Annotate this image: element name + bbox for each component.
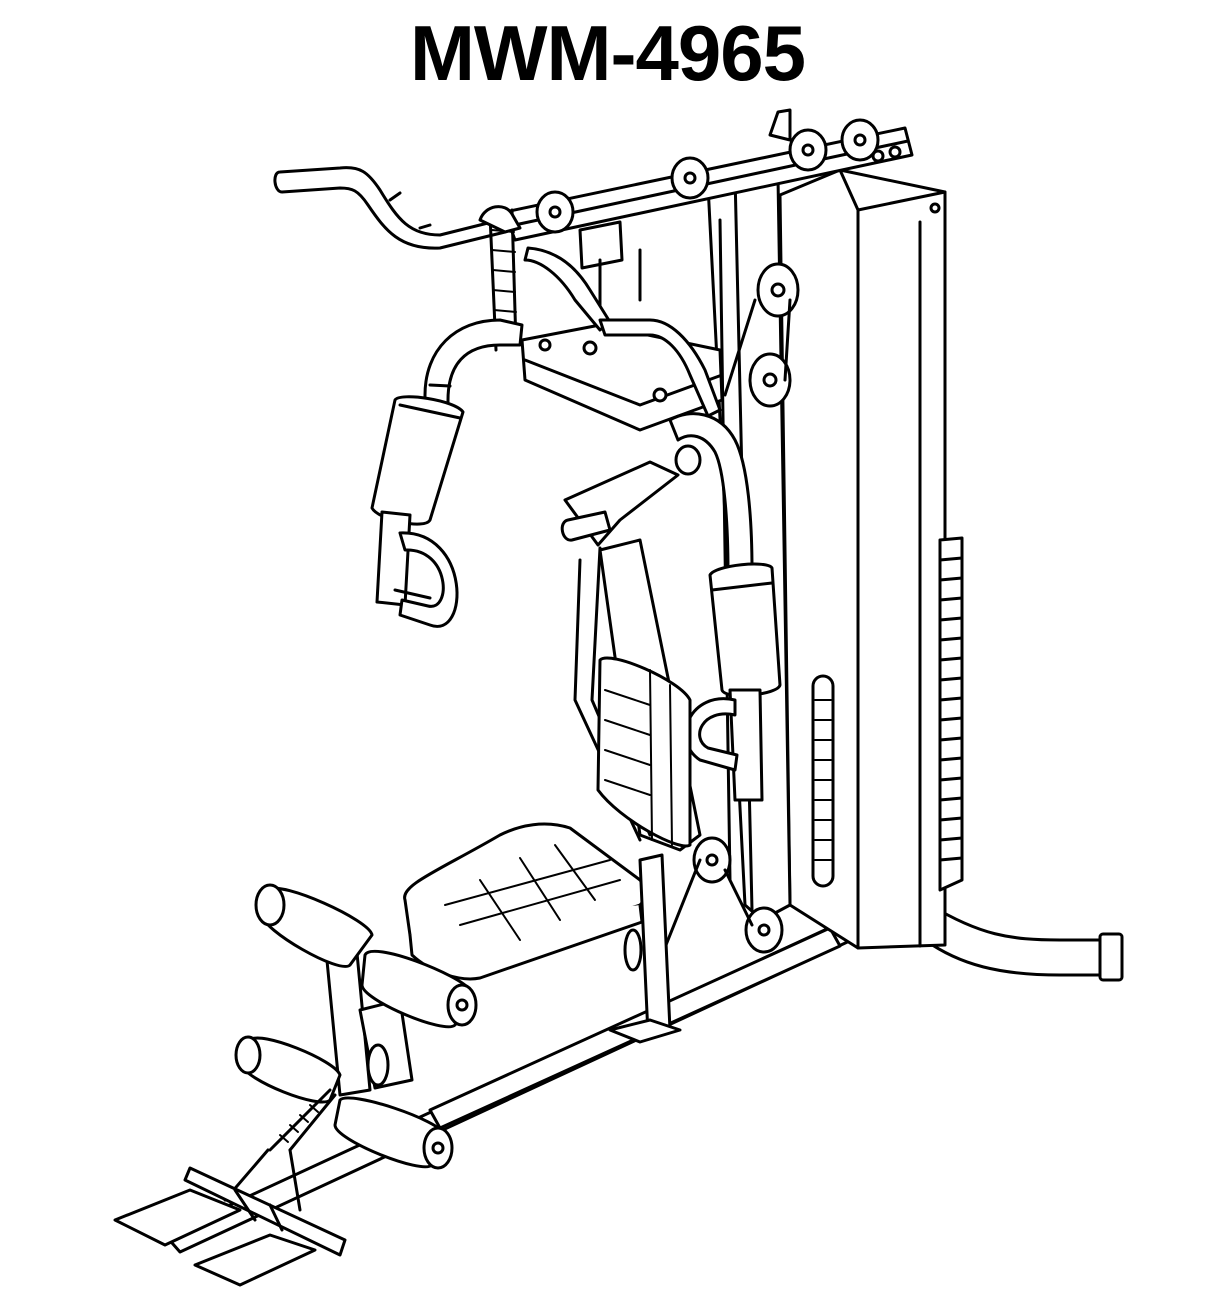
- backrest-pad: [598, 658, 690, 846]
- left-press-handle: [377, 512, 457, 626]
- leg-roller-pads: [236, 885, 476, 1168]
- upper-press-tube: [525, 248, 720, 416]
- right-press-handle: [686, 690, 762, 800]
- right-arm-pad: [710, 564, 780, 695]
- model-title: MWM-4965: [409, 9, 806, 97]
- lower-pulleys: [660, 264, 798, 960]
- left-arm-pad: [372, 397, 463, 524]
- seat-pad: [405, 824, 646, 979]
- weight-stack-shroud: [780, 170, 945, 948]
- foot-chain: [225, 1090, 335, 1210]
- seat-support-post: [610, 855, 680, 1042]
- foot-plates: [115, 1168, 345, 1285]
- top-pulleys: [537, 120, 900, 232]
- weight-plates: [940, 538, 962, 890]
- rear-foot-tube: [925, 905, 1122, 980]
- shroud-slot: [813, 676, 833, 886]
- left-press-arm: [425, 320, 522, 420]
- lat-pulldown-bar: [275, 168, 505, 249]
